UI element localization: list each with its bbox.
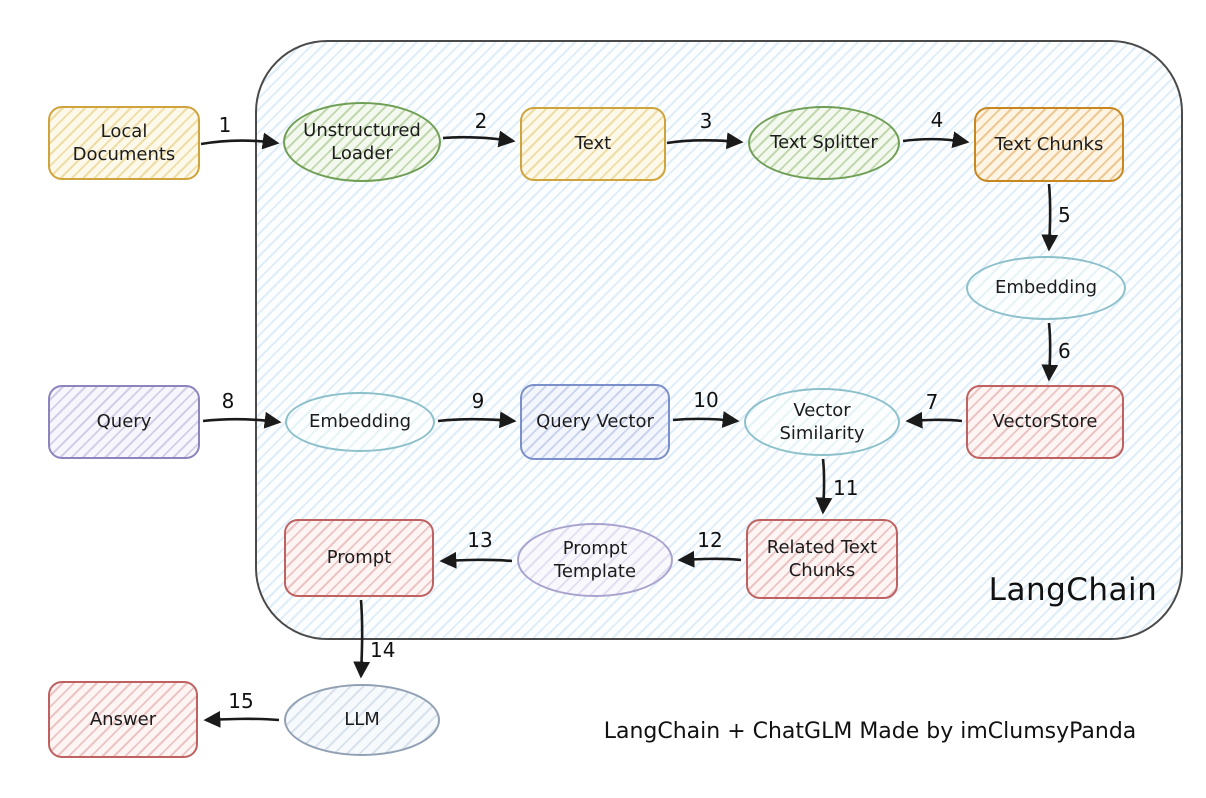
node-related-text-chunks: Related Text Chunks <box>746 519 898 599</box>
caption: LangChain + ChatGLM Made by imClumsyPand… <box>603 719 1137 744</box>
node-label: Embedding <box>994 277 1098 299</box>
node-label: Query Vector <box>536 411 654 433</box>
node-label: Text Splitter <box>770 132 878 154</box>
node-label: Prompt Template <box>553 537 637 582</box>
node-local-documents: Local Documents <box>48 106 200 180</box>
node-prompt-template: Prompt Template <box>517 523 673 597</box>
node-label: Unstructured Loader <box>303 119 421 164</box>
node-label: Local Documents <box>72 120 176 165</box>
edge-label: 15 <box>228 689 253 713</box>
node-prompt: Prompt <box>284 519 434 597</box>
node-llm: LLM <box>284 684 440 756</box>
edge-label: 1 <box>219 113 232 137</box>
edge-label: 8 <box>222 389 235 413</box>
node-query: Query <box>48 385 200 459</box>
node-embedding-docs: Embedding <box>966 256 1126 320</box>
node-text-chunks: Text Chunks <box>974 107 1124 182</box>
edge-arrow-15 <box>203 710 280 728</box>
node-answer: Answer <box>48 681 198 758</box>
node-label: Related Text Chunks <box>766 536 878 581</box>
node-text-splitter: Text Splitter <box>748 106 900 180</box>
node-embedding-query: Embedding <box>285 392 435 452</box>
node-label: Answer <box>89 708 157 730</box>
node-label: VectorStore <box>992 411 1098 433</box>
node-label: Text Chunks <box>994 133 1104 155</box>
node-label: Prompt <box>326 547 392 569</box>
node-label: LLM <box>344 709 380 731</box>
node-vector-similarity: Vector Similarity <box>744 388 900 456</box>
node-query-vector: Query Vector <box>520 384 670 460</box>
edge-label: 14 <box>370 638 395 662</box>
node-unstructured-loader: Unstructured Loader <box>283 102 441 182</box>
node-label: Vector Similarity <box>779 399 865 444</box>
node-vectorstore: VectorStore <box>966 385 1124 459</box>
langchain-title: LangChain <box>988 572 1158 608</box>
node-label: Embedding <box>308 411 412 433</box>
node-label: Text <box>574 133 612 155</box>
node-label: Query <box>96 411 152 433</box>
node-text: Text <box>520 107 666 181</box>
